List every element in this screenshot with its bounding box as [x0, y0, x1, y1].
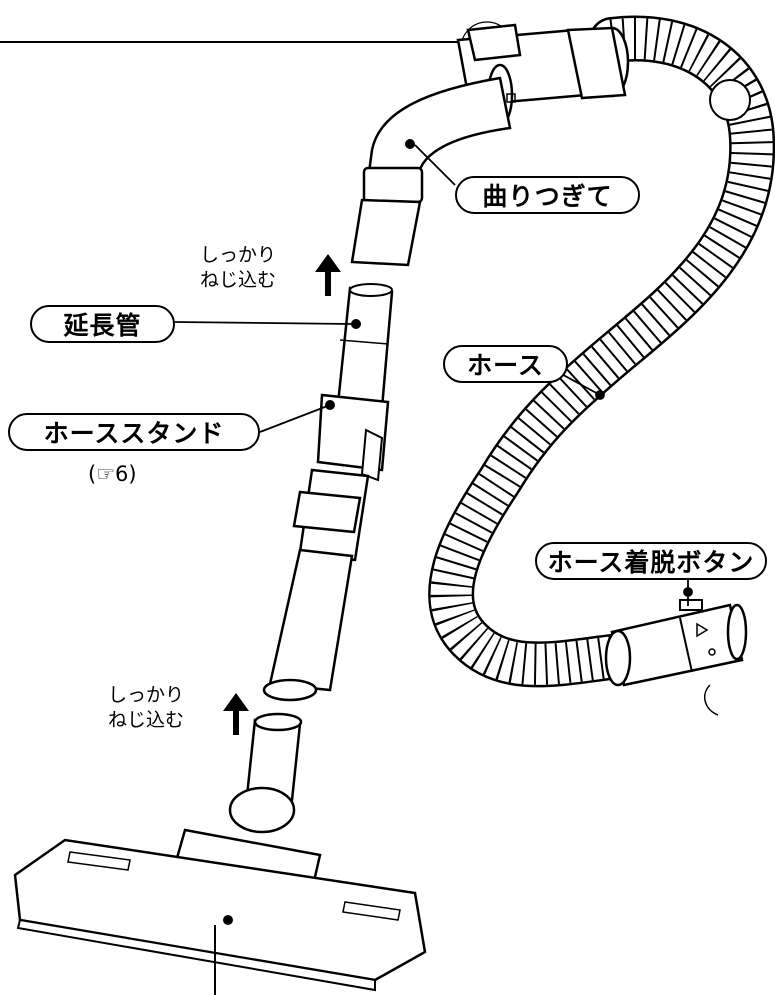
leader-lines: [174, 144, 693, 606]
instruction-lower: しっかり ねじ込む: [108, 683, 184, 733]
label-extension-pipe: 延長管: [30, 305, 175, 343]
label-elbow: 曲りつぎて: [455, 176, 640, 214]
instruction-lower-line2: ねじ込む: [108, 709, 185, 731]
top-leader-line: [0, 21, 514, 75]
instruction-upper-line1: しっかり: [200, 244, 277, 266]
instruction-upper-line2: ねじ込む: [200, 269, 277, 291]
label-hose-release-button: ホース着脱ボタン: [535, 542, 767, 580]
screw-arrow-lower: [223, 693, 249, 735]
label-hose: ホース: [443, 345, 568, 383]
instruction-lower-line1: しっかり: [108, 684, 185, 706]
instruction-upper: しっかり ねじ込む: [200, 243, 276, 293]
elbow-joint: [350, 76, 512, 267]
screw-arrow-upper: [315, 254, 341, 296]
extension-pipe: [262, 283, 394, 702]
hose-connector: [604, 599, 748, 716]
floor-nozzle: [13, 712, 427, 995]
label-hose-stand: ホーススタンド: [8, 413, 260, 451]
flexible-hose: [428, 15, 775, 688]
hose-stand-page-reference: (☞6): [88, 462, 137, 486]
